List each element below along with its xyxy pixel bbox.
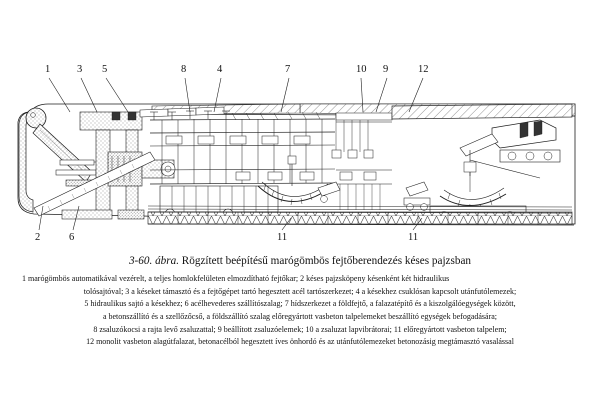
callout-3: 3 [77,64,83,75]
figure-title-line: 3-60. ábra. Rögzített beépítésű marógömb… [0,254,600,268]
legend-line-6: 12 monolit vasbeton alagútfalazat, beton… [86,337,514,347]
figure-number: 3-60. [128,255,153,267]
callout-7: 7 [285,64,291,75]
crown-reinforcement [231,111,321,121]
legend-line-1: 1 marógömbös automatikával vezérelt, a t… [22,274,450,283]
precast-invert-elements [147,205,575,226]
legend-line-3: 5 hidraulikus sajtó a késekhez; 6 acélhe… [84,299,516,309]
monolithic-concrete-lining [391,103,573,120]
legend-line-5: 8 zsaluzókocsi a rajta levő zsaluzattal;… [93,324,507,334]
callout-6: 6 [69,232,75,243]
steel-belt-conveyor [33,151,156,220]
callout-11-right: 11 [408,232,419,243]
figure-legend: 1 marógömbös automatikával vezérelt, a t… [12,273,588,349]
form-vibrators [331,112,393,210]
callout-11-left: 11 [277,232,288,243]
shield-machine-section-svg [17,103,576,226]
callout-10: 10 [356,64,367,75]
figure-abra-word: ábra. [155,255,179,267]
callout-8: 8 [181,64,187,75]
callout-12: 12 [418,64,429,75]
callout-4: 4 [217,64,223,75]
bridge-truss [149,110,336,185]
callout-9: 9 [383,64,389,75]
rail-trolleys [317,181,431,211]
technical-drawing: 1 3 5 8 4 7 10 9 12 2 6 11 11 [17,64,576,243]
callout-1: 1 [45,64,51,75]
figure-caption: 3-60. ábra. Rögzített beépítésű marógömb… [0,254,600,349]
callout-5: 5 [102,64,108,75]
figure-title-text: Rögzített beépítésű marógömbös fejtőbere… [181,255,472,267]
legend-line-4: a betonszállító és a szellőzőcső, a föld… [102,311,498,321]
callout-2: 2 [35,232,41,243]
bridge-equipment [165,135,315,181]
legend-line-2: tolósajtóval; 3 a késeket támasztó és a … [83,286,517,296]
